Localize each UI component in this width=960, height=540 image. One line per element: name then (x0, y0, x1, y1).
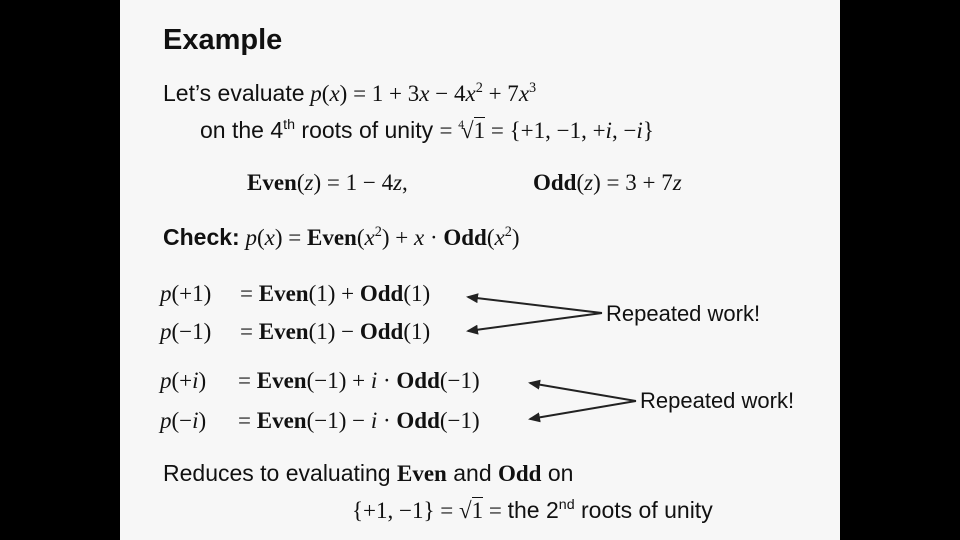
arrow-to-eq1 (466, 293, 603, 314)
equation-p-minus-1: p(−1)= Even(1) − Odd(1) (160, 319, 431, 344)
annotation-arrows (466, 293, 637, 423)
slide: Example Let’s evaluate p(x) = 1 + 3x − 4… (120, 0, 840, 540)
arrow-to-eq2 (466, 312, 603, 335)
roots-line: on the 4th roots of unity = 4√1 = {+1, −… (200, 117, 654, 143)
even-definition: Even(z) = 1 − 4z, (247, 170, 408, 195)
equation-p-plus-1: p(+1)= Even(1) + Odd(1) (160, 281, 431, 306)
equation-p-plus-i: p(+i)= Even(−1) + i · Odd(−1) (160, 368, 480, 393)
repeated-work-annotation-1: Repeated work! (606, 301, 761, 326)
arrow-to-eq4 (528, 400, 637, 423)
arrow-to-eq3 (528, 379, 637, 402)
odd-definition: Odd(z) = 3 + 7z (533, 170, 682, 195)
roots-set: = 4√1 = {+1, −1, +i, −i} (439, 117, 654, 143)
second-roots-line: {+1, −1} = √1 = the 2nd roots of unity (352, 497, 713, 523)
repeated-work-annotation-2: Repeated work! (640, 388, 795, 413)
reduction-line: Reduces to evaluating Even and Odd on (163, 460, 574, 486)
check-line: Check: p(x) = Even(x2) + x · Odd(x2) (163, 224, 520, 251)
roots-prefix: on the 4 (200, 117, 284, 143)
polynomial-expression: p(x) = 1 + 3x − 4x2 + 7x3 (310, 80, 537, 106)
slide-title: Example (163, 24, 283, 56)
line1-prefix: Let’s evaluate (163, 80, 305, 106)
check-identity: p(x) = Even(x2) + x · Odd(x2) (245, 224, 520, 250)
equation-p-minus-i: p(−i)= Even(−1) − i · Odd(−1) (160, 408, 480, 433)
polynomial-line: Let’s evaluate p(x) = 1 + 3x − 4x2 + 7x3 (163, 80, 536, 107)
check-label: Check: (163, 224, 240, 250)
